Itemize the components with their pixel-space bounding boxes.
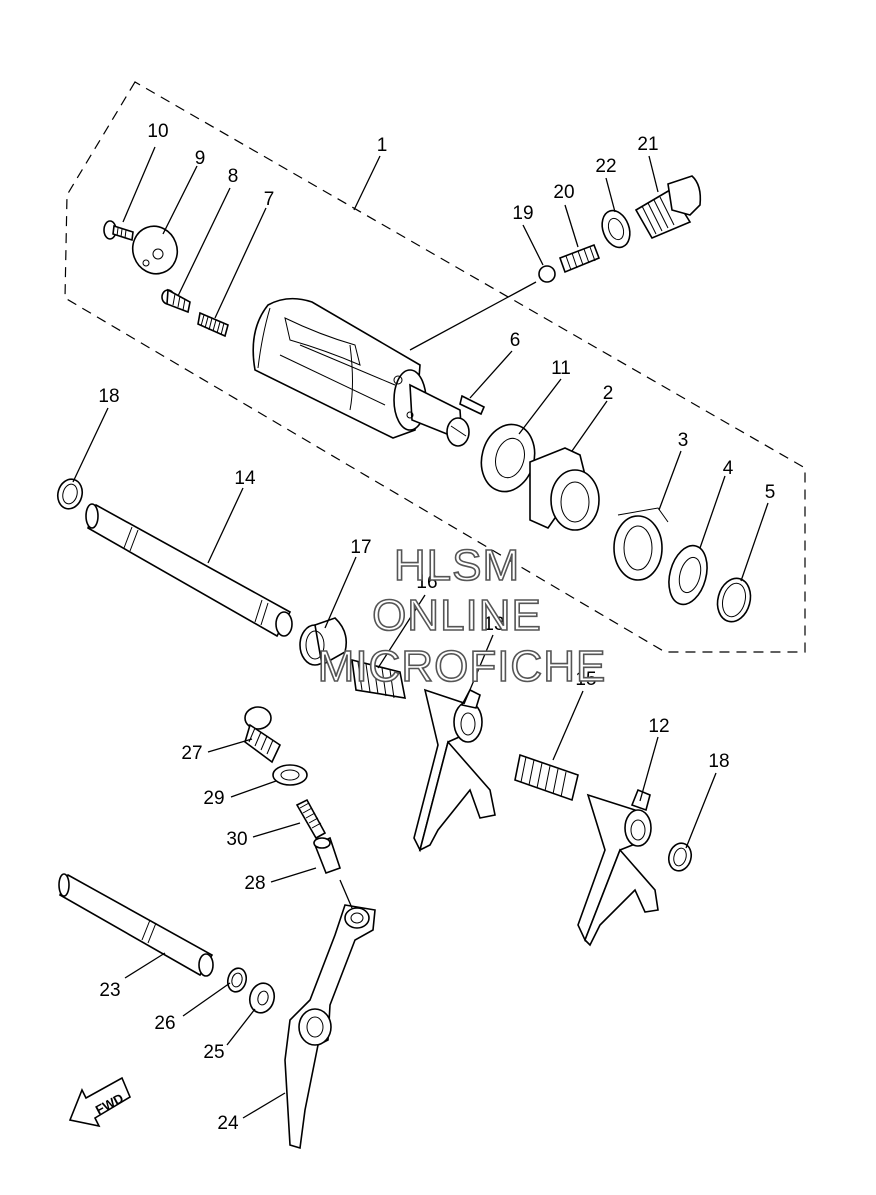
callout-29: 29 [203,788,224,809]
washer-11[interactable] [474,418,542,497]
washer-4[interactable] [663,541,713,608]
callout-12: 12 [648,716,669,737]
callout-10: 10 [147,121,168,142]
callout-20: 20 [553,182,574,203]
watermark-line-1: HLSM [394,541,520,590]
shift-drum[interactable] [252,297,470,447]
callout-6: 6 [510,330,521,351]
callout-19: 19 [512,203,533,224]
callout-14: 14 [234,468,256,489]
callout-30: 30 [226,829,247,850]
callout-25: 25 [203,1042,224,1063]
lever-2[interactable] [529,447,600,531]
fork-24[interactable] [284,904,376,1150]
callout-21: 21 [637,134,658,155]
callout-8: 8 [228,166,239,187]
spring-30[interactable] [295,798,327,840]
washer-29[interactable] [272,764,308,786]
callout-5: 5 [765,482,776,503]
pin-6[interactable] [459,394,486,416]
screw-10[interactable] [103,220,134,242]
callout-24: 24 [217,1113,239,1134]
callout-18b: 18 [708,751,729,772]
bolt-21[interactable] [634,175,702,240]
ball-19[interactable] [538,265,556,283]
spring-7[interactable] [197,311,229,338]
collar-17[interactable] [299,617,348,667]
washer-25[interactable] [247,980,278,1015]
shaft-23[interactable] [58,873,214,977]
callout-4: 4 [723,458,734,479]
callout-28: 28 [244,873,265,894]
callout-11: 11 [551,358,571,379]
callout-2: 2 [603,383,614,404]
callout-22: 22 [595,156,616,177]
callout-1: 1 [377,135,388,156]
callout-23: 23 [99,980,120,1001]
leader-lines [72,146,769,1119]
watermark-line-2: ONLINE [372,591,542,640]
callout-15: 15 [575,669,596,690]
callout-27: 27 [181,743,202,764]
segment-9[interactable] [126,220,184,280]
callout-9: 9 [195,148,206,169]
spring-3[interactable] [613,507,669,581]
circlip-5[interactable] [713,575,755,626]
callout-17: 17 [350,537,371,558]
callout-labels: 1 2 3 4 5 6 7 8 9 10 11 12 13 14 15 16 1… [98,121,775,1134]
spring-16[interactable] [351,658,407,699]
callout-16: 16 [416,572,437,593]
callout-26: 26 [154,1013,175,1034]
shaft-14[interactable] [85,503,293,638]
fork-12[interactable] [577,788,659,947]
callout-18a: 18 [98,386,119,407]
fork-13[interactable] [413,688,496,853]
spring-15[interactable] [514,753,579,802]
circlip-18a[interactable] [55,476,86,511]
watermark: HLSM ONLINE MICROFICHE [317,540,607,692]
fwd-arrow: FWD [68,1076,132,1128]
callout-3: 3 [678,430,689,451]
bolt-27[interactable] [244,706,282,764]
washer-22[interactable] [597,207,634,252]
circlip-18b[interactable] [666,841,694,874]
pin-8[interactable] [161,288,191,314]
spring-20[interactable] [558,243,601,274]
callout-7: 7 [264,189,275,210]
callout-13: 13 [483,614,504,635]
circlip-26[interactable] [225,966,249,994]
watermark-line-3: MICROFICHE [318,642,607,691]
pin-28[interactable] [313,836,342,875]
